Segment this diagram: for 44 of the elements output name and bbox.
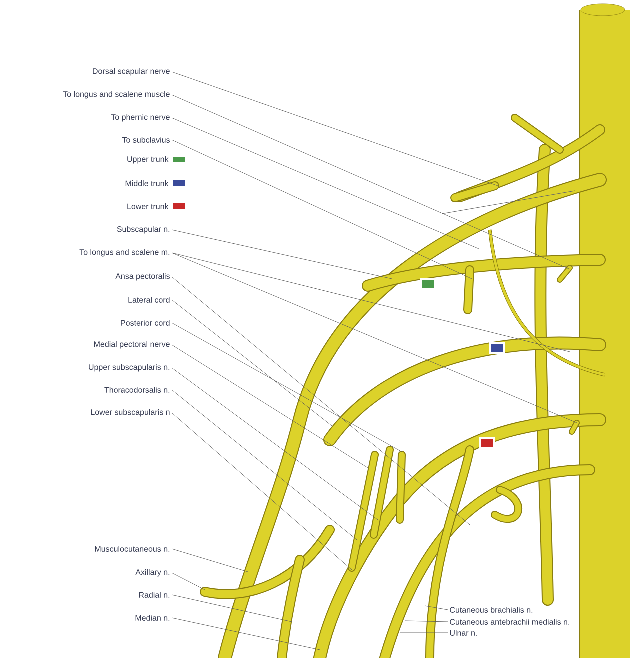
leader-line — [172, 94, 570, 270]
nerve-label: Median n. — [136, 615, 170, 621]
nerve-label: Ulnar n. — [450, 630, 477, 636]
leader-line — [172, 276, 470, 526]
leader-line — [404, 620, 448, 622]
nerve-label: Axillary n. — [136, 569, 170, 577]
legend-label: Middle trunk — [126, 180, 169, 186]
nerve-label: To longus and scalene m. — [80, 249, 170, 257]
nerve-label: To subclavius — [122, 137, 170, 143]
nerve-label: Posterior cord — [121, 320, 170, 326]
nerve-label: To phernic nerve — [111, 114, 170, 122]
leader-line — [172, 322, 402, 452]
legend-label: Upper trunk — [128, 156, 169, 164]
leader-line — [172, 618, 320, 650]
leader-line — [172, 548, 248, 572]
leader-line — [172, 594, 292, 622]
nerve-label: Ansa pectoralis — [116, 273, 170, 281]
nerve-label: Dorsal scapular nerve — [93, 68, 170, 76]
legend-label: Lower trunk — [128, 204, 169, 210]
nerve-label: Subscapular n. — [117, 226, 170, 234]
leader-line — [424, 606, 448, 610]
nerve-label: Medial pectoral nerve — [94, 341, 170, 349]
leader-line — [172, 252, 570, 352]
nerve-label: Lateral cord — [128, 297, 170, 303]
leader-line — [172, 344, 368, 468]
leader-line — [172, 230, 392, 280]
leader-line — [172, 140, 472, 280]
nerve-label: Cutaneous brachialis n. — [450, 607, 533, 613]
leader-line — [172, 572, 206, 590]
nerve-label: Radial n. — [139, 592, 170, 598]
leader-line — [172, 300, 332, 426]
leader-line — [172, 390, 358, 540]
nerve-label: Lower subscapularis n — [91, 409, 170, 417]
leader-line — [172, 72, 498, 186]
leader-line — [172, 412, 352, 570]
nerve-label: Thoracodorsalis n. — [104, 387, 170, 393]
leader-line — [172, 368, 378, 520]
nerve-label: Musculocutaneous n. — [95, 546, 170, 552]
leader-line — [172, 118, 480, 250]
leader-line — [172, 252, 578, 424]
nerve-label: Cutaneous antebrachii medialis n. — [450, 619, 570, 625]
nerve-label: Upper subscapularis n. — [89, 364, 170, 372]
nerve-label: To longus and scalene muscle — [63, 91, 170, 99]
leader-line — [400, 632, 448, 634]
